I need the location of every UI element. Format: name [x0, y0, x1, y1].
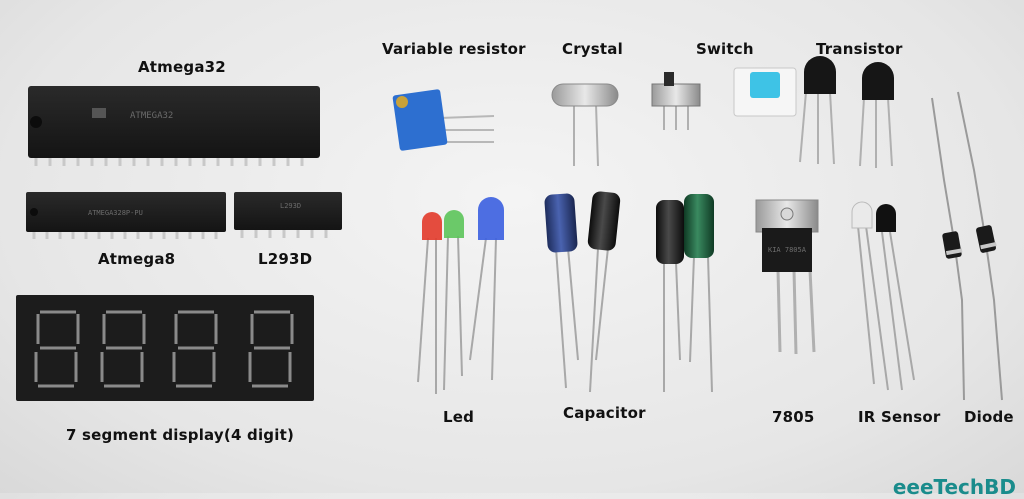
ir-sensor: [851, 201, 915, 391]
transistor-1: [799, 56, 836, 165]
capacitor-blue: [544, 193, 579, 389]
capacitor-small-black: [656, 200, 684, 392]
crystal: [551, 83, 619, 167]
variable-resistor: [392, 89, 495, 151]
label-atmega32: Atmega32: [138, 58, 226, 76]
diode-1: [931, 97, 965, 401]
atmega32-chip-mark: ATMEGA32: [130, 111, 173, 121]
l293d-chip: L293D: [234, 192, 342, 238]
led-green: [443, 210, 464, 391]
label-led: Led: [443, 408, 475, 426]
label-diode: Diode: [964, 408, 1014, 426]
label-switch: Switch: [696, 40, 754, 58]
atmega8-chip-mark: ATMEGA328P-PU: [88, 209, 143, 217]
led-blue: [469, 197, 504, 381]
transistor-2: [859, 62, 894, 168]
label-regulator: 7805: [772, 408, 815, 426]
atmega8-chip: ATMEGA328P-PU: [26, 192, 226, 239]
label-variable-resistor: Variable resistor: [382, 40, 526, 58]
regulator-mark: KIA 7805A: [768, 246, 807, 254]
voltage-regulator: KIA 7805A: [755, 199, 819, 355]
capacitor-black: [587, 191, 621, 393]
label-capacitor: Capacitor: [563, 404, 646, 422]
watermark-text: eeeTechBD: [892, 475, 1016, 499]
atmega32-chip: ATMEGA32: [28, 86, 320, 166]
label-atmega8: Atmega8: [98, 250, 176, 268]
seven-segment-display: [16, 295, 314, 401]
l293d-chip-mark: L293D: [280, 202, 301, 210]
label-transistor: Transistor: [816, 40, 903, 58]
label-l293d: L293D: [258, 250, 313, 268]
diode-2: [957, 91, 1003, 401]
capacitor-green: [684, 194, 714, 393]
label-ir-sensor: IR Sensor: [858, 408, 941, 426]
slide-switch: [651, 72, 701, 130]
led-red: [417, 212, 442, 394]
label-seven-segment: 7 segment display(4 digit): [66, 426, 294, 444]
push-button: [733, 67, 797, 117]
label-crystal: Crystal: [562, 40, 623, 58]
